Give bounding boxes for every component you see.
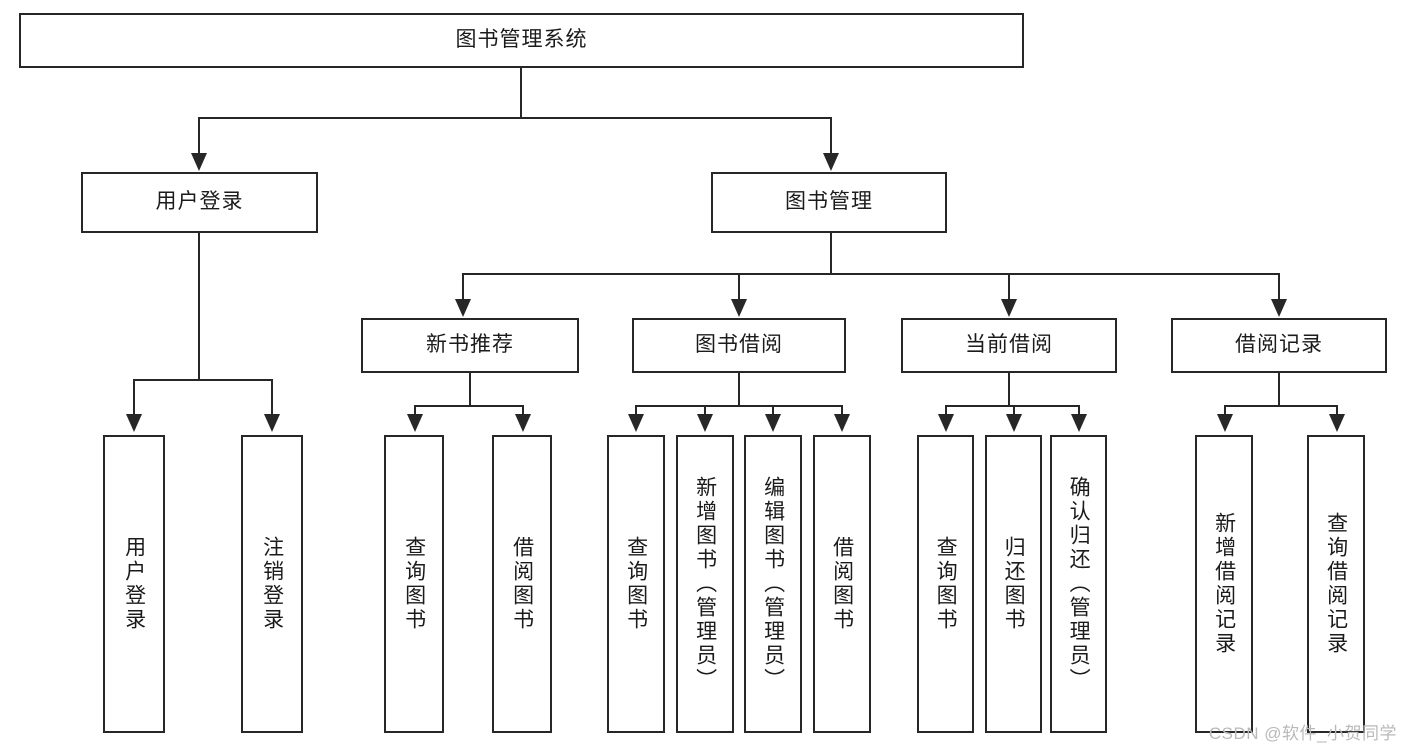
- edge-to-borrow-record: [1278, 273, 1280, 301]
- arrowhead-new-book-recommend: [455, 299, 471, 317]
- node-label: 归还图书: [1002, 536, 1026, 632]
- node-label: 用户登录: [155, 190, 244, 214]
- edge-to-current-borrow: [1008, 273, 1010, 301]
- node-borrow-record[interactable]: 借阅记录: [1171, 318, 1387, 373]
- node-label: 借阅记录: [1235, 333, 1323, 357]
- node-leaf-query-book-3[interactable]: 查询图书: [917, 435, 974, 733]
- arrowhead-leaf-query-record: [1329, 414, 1345, 432]
- edge-book-borrow-stem: [738, 373, 740, 405]
- node-leaf-user-login[interactable]: 用户登录: [103, 435, 165, 733]
- edge-book-management-stem: [830, 233, 832, 273]
- node-new-book-recommend[interactable]: 新书推荐: [361, 318, 579, 373]
- arrowhead-leaf-logout-login: [264, 414, 280, 432]
- arrowhead-user-login: [191, 153, 207, 171]
- node-label: 图书借阅: [695, 333, 783, 357]
- node-label: 用户登录: [122, 536, 146, 632]
- edge-borrow-record-stem: [1278, 373, 1280, 405]
- node-label: 新增图书（管理员）: [693, 476, 717, 692]
- node-leaf-edit-book[interactable]: 编辑图书（管理员）: [744, 435, 802, 733]
- edge-to-leaf-query-book-2: [635, 405, 637, 417]
- edge-to-leaf-add-book: [704, 405, 706, 417]
- node-label: 查询图书: [934, 536, 958, 632]
- arrowhead-leaf-query-book-2: [628, 414, 644, 432]
- edge-to-leaf-edit-book: [772, 405, 774, 417]
- edge-new-book-recommend-bus: [414, 405, 524, 407]
- arrowhead-leaf-add-record: [1217, 414, 1233, 432]
- arrowhead-leaf-query-book-3: [938, 414, 954, 432]
- node-label: 确认归还（管理员）: [1067, 476, 1091, 692]
- edge-level3-bus: [462, 273, 1280, 275]
- arrowhead-leaf-borrow-book-1: [515, 414, 531, 432]
- node-current-borrow[interactable]: 当前借阅: [901, 318, 1117, 373]
- edge-to-leaf-confirm-return: [1078, 405, 1080, 417]
- node-leaf-add-book[interactable]: 新增图书（管理员）: [676, 435, 734, 733]
- edge-to-leaf-query-record: [1336, 405, 1338, 417]
- arrowhead-leaf-query-book-1: [407, 414, 423, 432]
- edge-to-leaf-add-record: [1224, 405, 1226, 417]
- arrowhead-leaf-add-book: [697, 414, 713, 432]
- edge-to-book-management: [830, 117, 832, 155]
- edge-to-leaf-borrow-book-2: [841, 405, 843, 417]
- edge-current-borrow-bus: [945, 405, 1079, 407]
- node-leaf-query-book-2[interactable]: 查询图书: [607, 435, 665, 733]
- node-label: 借阅图书: [830, 536, 854, 632]
- edge-new-book-recommend-stem: [469, 373, 471, 405]
- node-leaf-confirm-return[interactable]: 确认归还（管理员）: [1050, 435, 1107, 733]
- node-label: 新书推荐: [426, 333, 514, 357]
- arrowhead-leaf-user-login: [126, 414, 142, 432]
- node-label: 查询借阅记录: [1324, 512, 1348, 656]
- node-book-management[interactable]: 图书管理: [711, 172, 947, 233]
- edge-to-leaf-return-book: [1013, 405, 1015, 417]
- edge-to-new-book-recommend: [462, 273, 464, 301]
- node-label: 图书管理: [785, 190, 873, 214]
- edge-to-leaf-query-book-3: [945, 405, 947, 417]
- edge-to-leaf-query-book-1: [414, 405, 416, 417]
- edge-to-leaf-logout-login: [271, 379, 273, 415]
- node-label: 注销登录: [260, 536, 284, 632]
- node-leaf-query-book-1[interactable]: 查询图书: [384, 435, 444, 733]
- edge-book-borrow-bus: [635, 405, 842, 407]
- node-leaf-return-book[interactable]: 归还图书: [985, 435, 1042, 733]
- arrowhead-leaf-edit-book: [765, 414, 781, 432]
- node-leaf-query-record[interactable]: 查询借阅记录: [1307, 435, 1365, 733]
- edge-to-leaf-user-login: [133, 379, 135, 415]
- node-label: 查询图书: [624, 536, 648, 632]
- edge-level2-bus: [198, 117, 832, 119]
- node-user-login[interactable]: 用户登录: [81, 172, 318, 233]
- edge-user-login-bus: [133, 379, 273, 381]
- edge-to-user-login: [198, 117, 200, 155]
- node-leaf-borrow-book-2[interactable]: 借阅图书: [813, 435, 871, 733]
- node-leaf-borrow-book-1[interactable]: 借阅图书: [492, 435, 552, 733]
- node-label: 图书管理系统: [455, 28, 588, 52]
- edge-borrow-record-bus: [1224, 405, 1337, 407]
- edge-root-stem: [520, 68, 522, 117]
- arrowhead-book-management: [823, 153, 839, 171]
- arrowhead-current-borrow: [1001, 299, 1017, 317]
- arrowhead-leaf-return-book: [1006, 414, 1022, 432]
- arrowhead-leaf-borrow-book-2: [834, 414, 850, 432]
- node-book-management-system[interactable]: 图书管理系统: [19, 13, 1024, 68]
- edge-to-leaf-borrow-book-1: [522, 405, 524, 417]
- arrowhead-leaf-confirm-return: [1071, 414, 1087, 432]
- node-label: 查询图书: [402, 536, 426, 632]
- edge-current-borrow-stem: [1008, 373, 1010, 405]
- node-label: 当前借阅: [965, 333, 1053, 357]
- node-book-borrow[interactable]: 图书借阅: [632, 318, 846, 373]
- node-label: 新增借阅记录: [1212, 512, 1236, 656]
- node-label: 借阅图书: [510, 536, 534, 632]
- arrowhead-book-borrow: [731, 299, 747, 317]
- node-label: 编辑图书（管理员）: [761, 476, 785, 692]
- node-leaf-logout-login[interactable]: 注销登录: [241, 435, 303, 733]
- edge-to-book-borrow: [738, 273, 740, 301]
- arrowhead-borrow-record: [1271, 299, 1287, 317]
- node-leaf-add-record[interactable]: 新增借阅记录: [1195, 435, 1253, 733]
- edge-user-login-stem: [198, 233, 200, 379]
